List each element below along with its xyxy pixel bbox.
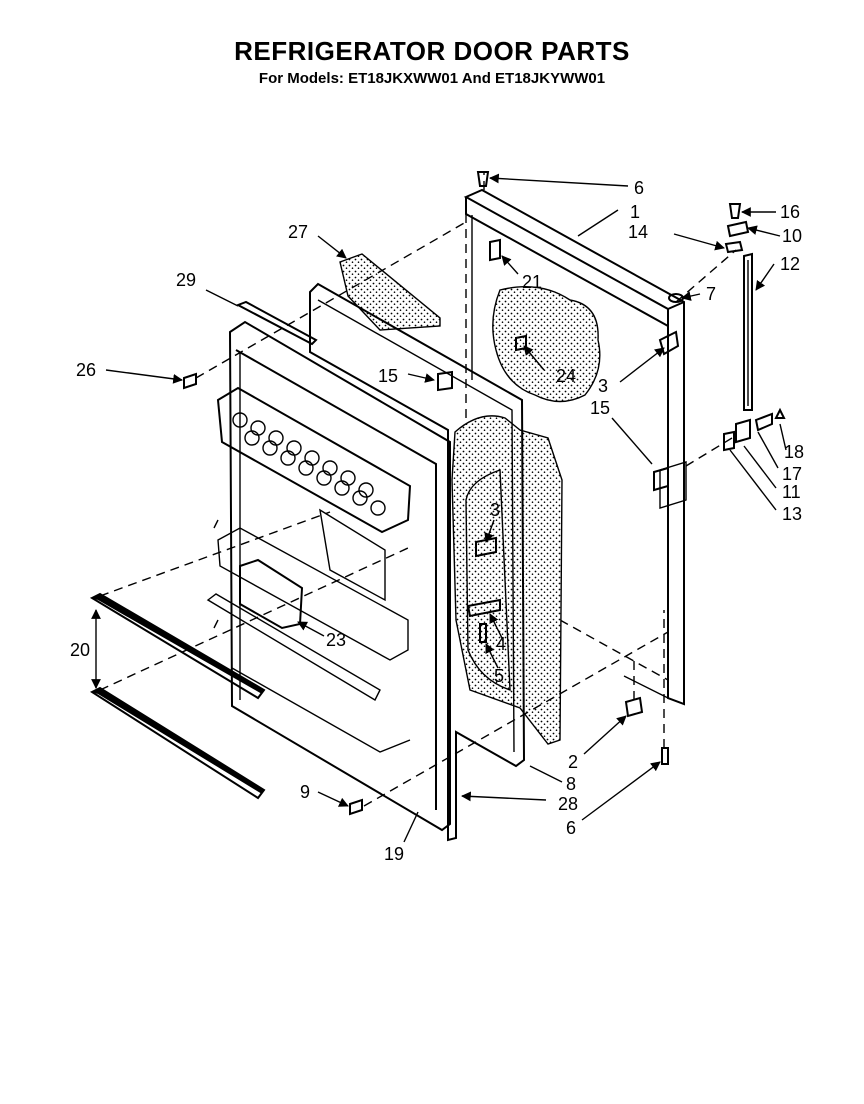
- callout-11: 11: [782, 482, 801, 502]
- callout-3-right: 3: [598, 376, 608, 396]
- callout-9: 9: [300, 782, 310, 802]
- callout-labels: 1 6 27 29 26 21 24 15 7 3 15 14 16 10 12…: [70, 178, 804, 864]
- models-subtitle: For Models: ET18JKXWW01 And ET18JKYWW01: [258, 70, 606, 87]
- callout-20: 20: [70, 640, 90, 660]
- callout-24: 24: [556, 366, 576, 386]
- door-shelf-bars: [89, 592, 266, 800]
- callout-10: 10: [782, 226, 802, 246]
- foam-strip-27: [339, 253, 441, 331]
- callout-26: 26: [76, 360, 96, 380]
- callout-3-center: 3: [490, 500, 500, 520]
- callout-7: 7: [706, 284, 716, 304]
- callout-15-right: 15: [590, 398, 610, 418]
- callout-21: 21: [522, 272, 542, 292]
- leader-lines: [91, 173, 787, 843]
- callout-5: 5: [494, 666, 504, 686]
- callout-15-left: 15: [378, 366, 398, 386]
- egg-tray-cups: [232, 412, 386, 516]
- callout-17: 17: [782, 464, 802, 484]
- callout-4: 4: [496, 634, 506, 654]
- callout-13: 13: [782, 504, 802, 524]
- insulation-blob: [492, 285, 601, 403]
- callout-23: 23: [326, 630, 346, 650]
- callout-14: 14: [628, 222, 648, 242]
- callout-28: 28: [558, 794, 578, 814]
- callout-6-top: 6: [634, 178, 644, 198]
- callout-18: 18: [784, 442, 804, 462]
- callout-1: 1: [630, 202, 640, 222]
- liner-foam: [451, 415, 563, 745]
- callout-2: 2: [568, 752, 578, 772]
- callout-29: 29: [176, 270, 196, 290]
- callout-6-bottom: 6: [566, 818, 576, 838]
- page-title: REFRIGERATOR DOOR PARTS: [234, 36, 630, 66]
- callout-16: 16: [780, 202, 800, 222]
- inner-door-liner: [206, 320, 451, 832]
- callout-27: 27: [288, 222, 308, 242]
- alignment-lines: [99, 172, 737, 807]
- trim-strip-29: [235, 300, 318, 346]
- hinge-pin-rod: [743, 252, 753, 411]
- outer-door-panel: [463, 188, 687, 706]
- callout-8: 8: [566, 774, 576, 794]
- door-gasket: [309, 282, 526, 842]
- callout-12: 12: [780, 254, 800, 274]
- callout-19: 19: [384, 844, 404, 864]
